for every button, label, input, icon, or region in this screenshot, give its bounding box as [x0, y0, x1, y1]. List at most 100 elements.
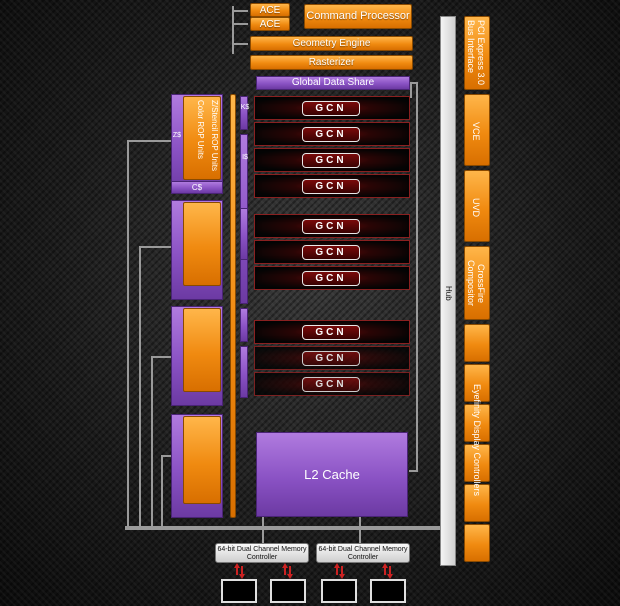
gcn-label: GCN — [302, 101, 360, 116]
gcn-unit: GCN — [254, 174, 410, 198]
pcie-label: PCI Express 3.0 — [476, 20, 486, 86]
eyefinity-label: Eyefinity Display Controllers — [472, 384, 482, 497]
ace-block-2: ACE — [250, 17, 290, 31]
rop-tap-1 — [127, 140, 171, 142]
rop-tap-2 — [139, 246, 171, 248]
gcn-unit: GCN — [254, 346, 410, 370]
hub-label: Hub — [444, 286, 453, 301]
rop-units-3 — [183, 308, 221, 392]
i-cache-label: I$ — [242, 154, 248, 161]
memory-controller-2: 64-bit Dual Channel Memory Controller — [316, 543, 410, 563]
ace-connector-2 — [232, 23, 248, 25]
bottom-bus — [125, 526, 444, 530]
color-rop-units-label: Color ROP Units — [196, 100, 205, 159]
uvd-label: UVD — [471, 198, 481, 218]
z-stencil-rop-units-label: Z/Stencil ROP Units — [210, 100, 219, 171]
gcn-label: GCN — [302, 377, 360, 392]
memory-link-shaft — [384, 567, 386, 575]
memory-link-2 — [282, 563, 294, 579]
memory-chip-2 — [270, 579, 306, 603]
memory-link-4 — [382, 563, 394, 579]
rop-tap-4 — [161, 455, 171, 457]
display-controller-1 — [464, 324, 490, 362]
gcn-unit: GCN — [254, 240, 410, 264]
memory-chip-1 — [221, 579, 257, 603]
l2-hub-line — [416, 82, 418, 472]
rop-units-2 — [183, 202, 221, 286]
rop-tap-3 — [151, 356, 171, 358]
gcn-label: GCN — [302, 153, 360, 168]
memory-link-3 — [334, 563, 346, 579]
ace-connector-1 — [232, 10, 248, 12]
l2-bus-drop-2 — [359, 517, 361, 527]
rop-units-4 — [183, 416, 221, 504]
gcn-label: GCN — [302, 219, 360, 234]
display-controller-3 — [464, 404, 490, 442]
gcn-label: GCN — [302, 179, 360, 194]
arrow-down-icon — [287, 574, 293, 579]
gcn-label: GCN — [302, 271, 360, 286]
left-bus-line-3 — [151, 356, 153, 528]
gds-hub-link — [410, 82, 418, 84]
memory-chip-4 — [370, 579, 406, 603]
ace-block-1: ACE — [250, 3, 290, 17]
uvd-block — [464, 170, 490, 242]
hub-bar — [440, 16, 456, 566]
command-processor: Command Processor — [304, 4, 412, 29]
mc-bus-drop-2 — [359, 530, 361, 543]
mc-bus-drop-1 — [262, 530, 264, 543]
top-vertical-bus — [232, 6, 234, 54]
gcn-unit: GCN — [254, 148, 410, 172]
c-cache-label: C$ — [171, 181, 223, 194]
arrow-down-icon — [387, 574, 393, 579]
cache-block-4 — [240, 346, 248, 398]
display-controller-6 — [464, 524, 490, 562]
crossfire-label: CrossFire — [476, 264, 486, 304]
memory-chip-3 — [321, 579, 357, 603]
arrow-down-icon — [239, 574, 245, 579]
cache-block-3 — [240, 308, 248, 342]
gcn-unit: GCN — [254, 214, 410, 238]
gcn-unit: GCN — [254, 320, 410, 344]
geometry-connector — [232, 43, 248, 45]
left-bus-line-2 — [139, 246, 141, 528]
gcn-unit: GCN — [254, 122, 410, 146]
crossfire-compositor — [464, 246, 490, 320]
compositor-label: Compositor — [466, 260, 476, 307]
k-cache-label: K$ — [240, 104, 250, 111]
k-cache-block — [240, 96, 248, 130]
arrow-up-icon — [234, 563, 240, 568]
z-cache-label: Z$ — [172, 132, 182, 139]
memory-link-shaft — [284, 567, 286, 575]
arrow-up-icon — [282, 563, 288, 568]
display-controller-2 — [464, 364, 490, 402]
memory-link-shaft — [236, 567, 238, 575]
gcn-unit: GCN — [254, 372, 410, 396]
vce-block — [464, 94, 490, 166]
rasterizer: Rasterizer — [250, 55, 413, 70]
vce-label: VCE — [471, 122, 481, 141]
gcn-label: GCN — [302, 127, 360, 142]
memory-link-1 — [234, 563, 246, 579]
l2-hub-link — [409, 470, 418, 472]
bus-interface-label: Bus Interface — [466, 20, 476, 74]
gcn-unit: GCN — [254, 96, 410, 120]
display-controller-4 — [464, 444, 490, 482]
gcn-right-link — [410, 82, 412, 98]
arrow-up-icon — [382, 563, 388, 568]
memory-link-shaft — [341, 566, 343, 574]
memory-link-shaft — [336, 567, 338, 575]
left-bus-line-4 — [161, 455, 163, 528]
l2-bus-drop-1 — [262, 517, 264, 527]
left-bus-line-1 — [127, 140, 129, 528]
geometry-engine: Geometry Engine — [250, 36, 413, 51]
global-data-share: Global Data Share — [256, 76, 410, 90]
gcn-label: GCN — [302, 325, 360, 340]
gcn-label: GCN — [302, 245, 360, 260]
left-orange-bar — [230, 94, 236, 518]
display-controller-5 — [464, 484, 490, 522]
arrow-down-icon — [339, 574, 345, 579]
memory-link-shaft — [389, 566, 391, 574]
rop-units-1 — [183, 96, 221, 180]
pcie-bus-interface — [464, 16, 490, 90]
